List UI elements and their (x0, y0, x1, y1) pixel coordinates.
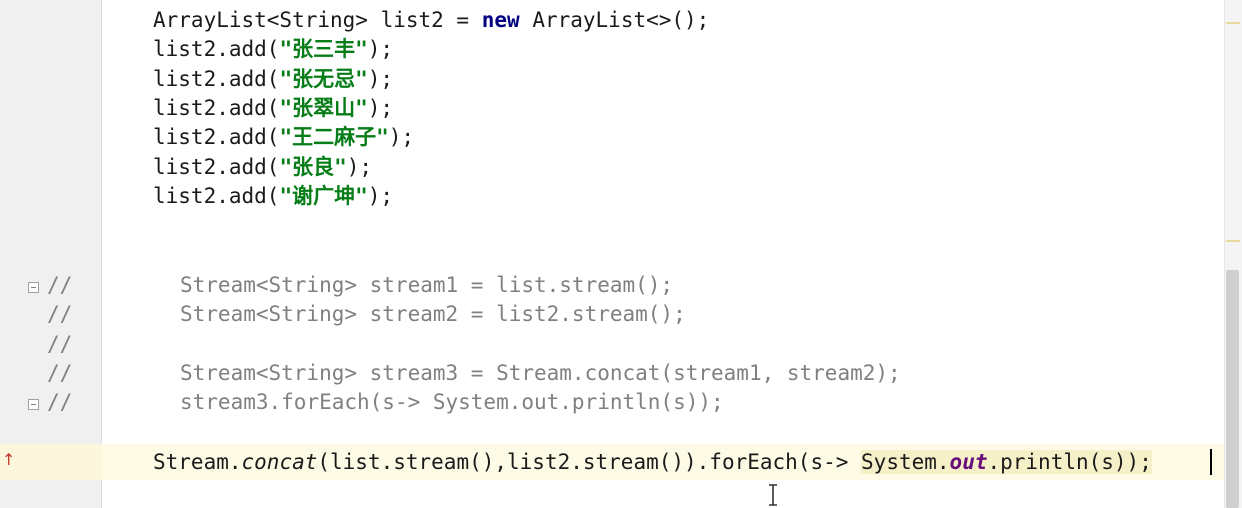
code-token: list2.add( (153, 95, 280, 120)
code-token: list2.add( (153, 125, 280, 150)
fold-collapse-icon[interactable] (28, 282, 39, 293)
comment-marker: // (47, 331, 73, 356)
comment-marker: // (47, 273, 73, 297)
gutter-divider (101, 0, 102, 508)
string-literal: "王二麻子" (279, 125, 389, 150)
current-line-suffix: .println(s)); (987, 450, 1152, 474)
code-token: ArrayList<>(); (519, 8, 710, 32)
code-token: ); (388, 125, 415, 150)
commented-code-line[interactable]: stream3.forEach(s-> System.out.println(s… (180, 390, 724, 415)
code-line[interactable]: list2.add("张翠山"); (153, 94, 393, 123)
implementation-arrow-icon[interactable]: ↑ (2, 450, 16, 469)
code-token: ); (367, 95, 394, 120)
code-token: ); (367, 66, 394, 91)
mouse-ibeam-cursor-icon (769, 484, 777, 506)
code-token: list2.add( (153, 183, 280, 208)
current-line-method: concat (241, 450, 318, 474)
fold-end-icon[interactable] (28, 399, 39, 410)
string-literal: "张翠山" (279, 95, 368, 120)
commented-code-line[interactable]: Stream<String> stream3 = Stream.concat(s… (180, 360, 901, 385)
vertical-scrollbar-thumb[interactable] (1226, 270, 1239, 508)
current-line-prefix: Stream. (153, 450, 242, 474)
code-line[interactable]: list2.add("张良"); (153, 153, 372, 182)
current-code-line[interactable]: Stream.concat(list.stream(),list2.stream… (153, 448, 1152, 477)
text-caret (1210, 449, 1212, 475)
code-token: list2.add( (153, 37, 280, 62)
comment-marker: // (47, 302, 73, 327)
current-line-field: out (949, 450, 988, 474)
string-literal: "张良" (279, 154, 347, 179)
code-token: list2.add( (153, 66, 280, 91)
code-token: ); (367, 37, 394, 62)
comment-marker: // (47, 390, 73, 415)
editor-gutter[interactable] (0, 0, 102, 508)
commented-code-line[interactable]: Stream<String> stream1 = list.stream(); (180, 273, 674, 297)
comment-marker: // (47, 360, 73, 385)
keyword: new (481, 8, 520, 32)
current-line-gutter-highlight (0, 444, 102, 480)
code-line[interactable]: list2.add("张三丰"); (153, 35, 393, 64)
code-line[interactable]: list2.add("谢广坤"); (153, 182, 393, 211)
code-token: ArrayList<String> list2 = (153, 8, 482, 32)
code-line[interactable]: list2.add("王二麻子"); (153, 123, 414, 152)
code-token: ); (367, 183, 394, 208)
code-line[interactable]: list2.add("张无忌"); (153, 65, 393, 94)
string-literal: "谢广坤" (279, 183, 368, 208)
current-line-middle: (list.stream(),list2.stream()).forEach(s… (317, 450, 862, 474)
code-token: ); (346, 154, 373, 179)
code-line[interactable]: ArrayList<String> list2 = new ArrayList<… (153, 6, 709, 35)
code-token: list2.add( (153, 154, 280, 179)
commented-code-line[interactable]: Stream<String> stream2 = list2.stream(); (180, 302, 686, 327)
scroll-marker (1226, 22, 1240, 24)
string-literal: "张三丰" (279, 37, 368, 62)
scroll-marker (1226, 240, 1240, 242)
string-literal: "张无忌" (279, 66, 368, 91)
current-line-system: System. (861, 450, 950, 474)
